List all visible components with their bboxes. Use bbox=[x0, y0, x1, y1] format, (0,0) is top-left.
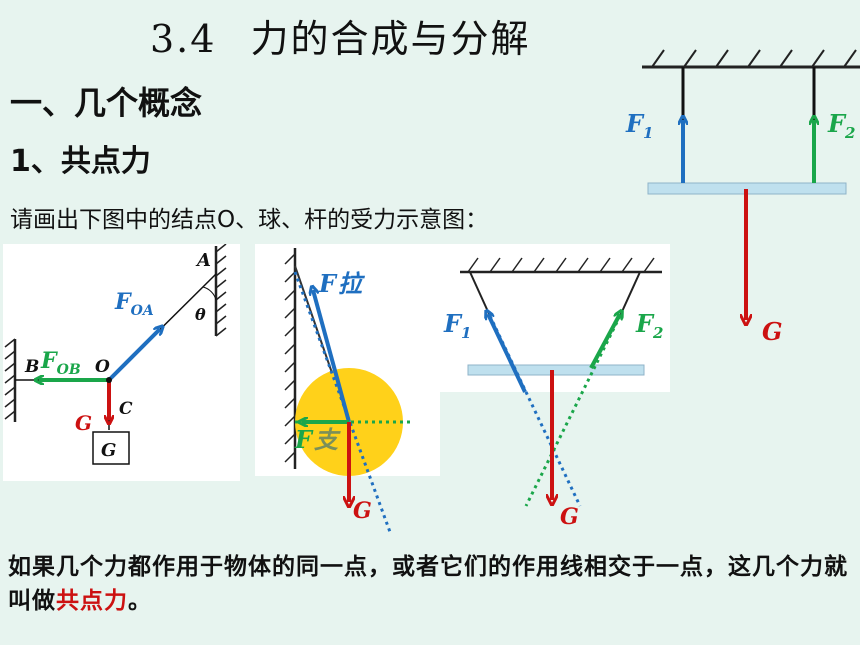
definition-term: 共点力 bbox=[56, 588, 128, 614]
ball-g-label: G bbox=[353, 498, 372, 524]
box-label: G bbox=[101, 440, 116, 461]
rod-f2-label: F2 bbox=[635, 309, 663, 342]
rod-f1-label: F1 bbox=[443, 309, 471, 342]
label-c: C bbox=[119, 399, 133, 419]
knot-diagram: G A θ B O C FOA FOB G bbox=[3, 244, 240, 481]
pull-label: F拉 bbox=[318, 269, 366, 298]
definition-text: 如果几个力都作用于物体的同一点，或者它们的作用线相交于一点，这几个力就叫做共点力… bbox=[8, 550, 856, 618]
knot-point bbox=[106, 377, 112, 383]
theta-arc bbox=[202, 286, 217, 301]
label-b: B bbox=[24, 357, 39, 377]
rod-diagram: F1 F2 G bbox=[440, 244, 670, 530]
pull-arrow bbox=[313, 290, 351, 423]
ball-diagram: F拉 F支 G bbox=[255, 244, 440, 533]
heading-concurrent-forces: 1、共点力 bbox=[10, 144, 151, 179]
foa-label: FOA bbox=[114, 289, 154, 319]
foa-arrow bbox=[107, 329, 160, 382]
ceiling-diagram: F1 F2 G bbox=[625, 49, 860, 346]
rod bbox=[467, 364, 645, 376]
left-wall bbox=[4, 338, 17, 422]
ceiling-hatch bbox=[642, 49, 860, 69]
right-wall bbox=[214, 244, 227, 337]
section-number: 3.4 bbox=[150, 17, 217, 61]
label-o: O bbox=[95, 357, 110, 377]
support-label: F支 bbox=[294, 425, 341, 454]
ball-wall bbox=[284, 248, 297, 469]
rod-f2-arrow bbox=[589, 314, 620, 369]
label-a: A bbox=[195, 250, 211, 271]
rod-f1-arrow bbox=[488, 314, 527, 393]
exercise-prompt: 请画出下图中的结点O、球、杆的受力示意图： bbox=[10, 207, 489, 233]
g-force-label: G bbox=[75, 411, 92, 435]
definition-main: 如果几个力都作用于物体的同一点，或者它们的作用线相交于一点，这几个力就叫做 bbox=[8, 554, 848, 614]
f1-label: F1 bbox=[625, 109, 653, 142]
f2-action-line bbox=[524, 315, 622, 507]
heading-concepts: 一、几个概念 bbox=[10, 84, 203, 122]
weight-box bbox=[92, 431, 130, 465]
fob-label: FOB bbox=[40, 348, 81, 378]
label-theta: θ bbox=[195, 305, 206, 324]
f2-label: F2 bbox=[827, 109, 855, 142]
rod-g-label: G bbox=[560, 504, 579, 530]
g-label: G bbox=[762, 317, 783, 346]
page-title: 3.4 力的合成与分解 bbox=[150, 8, 530, 63]
rod-ceiling bbox=[460, 257, 662, 274]
section-title: 力的合成与分解 bbox=[250, 17, 531, 61]
definition-end: 。 bbox=[128, 588, 152, 614]
